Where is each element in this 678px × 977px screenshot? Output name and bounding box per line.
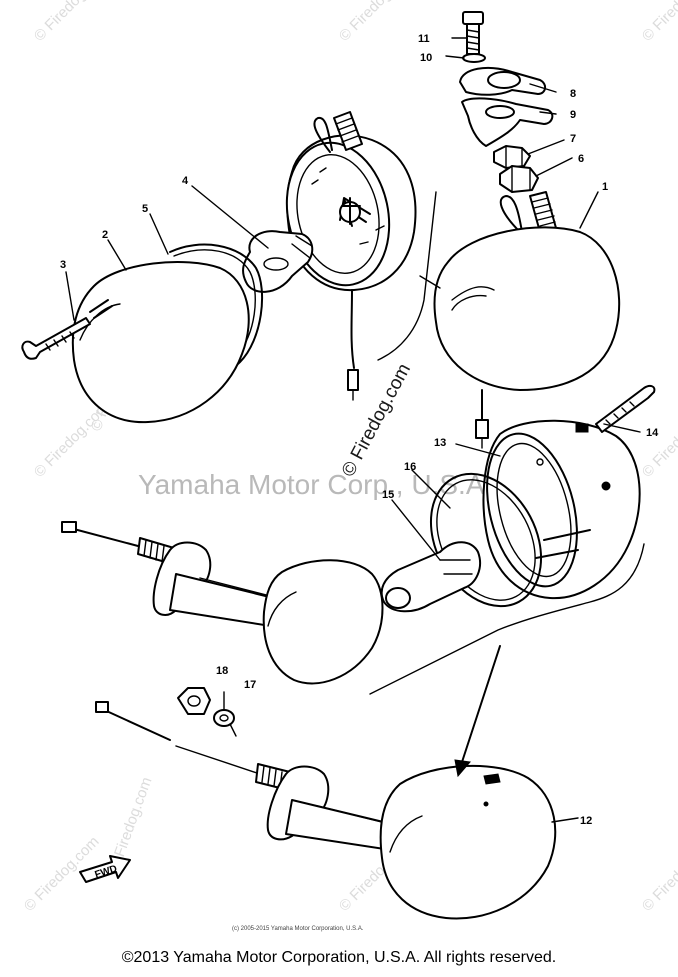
callout-1: 1: [602, 181, 608, 193]
callout-3: 3: [60, 259, 66, 271]
watermark-firedog: © Firedog.com: [639, 833, 678, 915]
callout-17: 17: [244, 679, 256, 691]
callout-14: 14: [646, 427, 659, 439]
callout-11: 11: [418, 33, 430, 45]
callout-9: 9: [570, 109, 576, 121]
callout-8: 8: [570, 88, 576, 100]
callout-12: 12: [580, 815, 592, 827]
nut-washer-set: [177, 687, 237, 737]
callout-10: 10: [420, 52, 432, 64]
callout-7: 7: [570, 133, 576, 145]
callout-16: 16: [404, 461, 416, 473]
watermark-firedog: © Firedog.com: [336, 0, 418, 45]
callout-leaders: [65, 37, 641, 823]
watermark-firedog: © Firedog.com: [639, 0, 678, 45]
callout-labels: 11 10 8 9 7 6 1 4 5 2 3 13 14 16 15 18 1…: [60, 33, 659, 827]
callout-15: 15: [382, 489, 394, 501]
callout-13: 13: [434, 437, 446, 449]
callout-6: 6: [578, 153, 584, 165]
watermark-firedog: © Firedog.com: [639, 399, 678, 481]
callout-4: 4: [182, 175, 189, 187]
callout-2: 2: [102, 229, 108, 241]
front-left-flasher: [21, 111, 437, 424]
mid-flasher-stalk: [61, 521, 384, 685]
copyright-footer: ©2013 Yamaha Motor Corporation, U.S.A. A…: [121, 949, 557, 966]
watermark-yamaha: Yamaha Motor Corp., U.S.A.: [138, 469, 492, 500]
rear-flasher-assembly: [95, 645, 557, 920]
front-right-flasher: [419, 191, 621, 449]
callout-5: 5: [142, 203, 148, 215]
watermark-firedog: © Firedog.com: [31, 0, 113, 45]
rear-flasher-housing: [369, 384, 656, 695]
diagram-credit: (c) 2005-2015 Yamaha Motor Corporation, …: [232, 926, 364, 932]
callout-18: 18: [216, 665, 228, 677]
mount-clamp-assembly: [459, 11, 554, 193]
